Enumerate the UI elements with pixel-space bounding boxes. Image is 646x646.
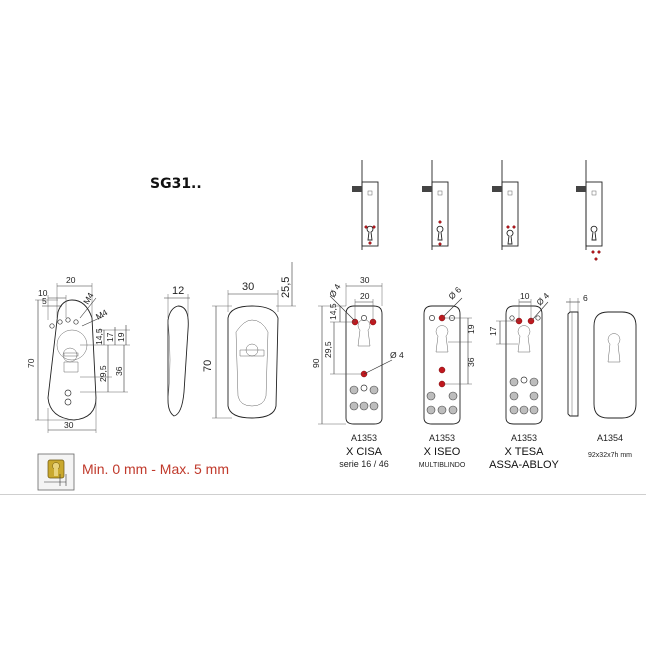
plate-cisa: 30 20 Ø 4 14,5 29,5 90 Ø 4 A1353 X CISA …: [311, 275, 404, 469]
dim-label: 90: [311, 358, 321, 368]
dim-label: 12: [172, 285, 184, 297]
cylinder-icon: [37, 453, 75, 491]
dim-label: 30: [242, 281, 254, 293]
dim-label: 14,5: [328, 303, 338, 320]
dim-label: Ø 4: [534, 290, 551, 307]
plate-a1354: 6 A1354 92x32x7h mm: [566, 293, 637, 459]
dim-label: 10: [520, 291, 530, 301]
dim-label: 10: [38, 288, 48, 298]
plate-tesa: 10 Ø 4 17 A1353 X TESA ASSA-ABLOY: [488, 290, 560, 471]
side-view: 12: [164, 285, 190, 417]
plate-subtitle: ASSA-ABLOY: [489, 459, 559, 471]
lock-body-cisa: [352, 160, 379, 250]
lock-body-tesa: [492, 160, 519, 250]
plate-code: A1353: [511, 433, 537, 443]
dim-label: 25,5: [280, 277, 292, 298]
dim-label: 17: [488, 326, 498, 336]
dim-label: 30: [360, 275, 370, 285]
dim-label: 20: [360, 291, 370, 301]
lock-body-iseo: [422, 160, 449, 250]
dim-label: 14,5: [94, 328, 104, 345]
dim-label: 70: [26, 358, 36, 368]
lock-body-a1354: [576, 160, 603, 261]
dim-label: 29,5: [98, 365, 108, 382]
plate-code: A1354: [597, 433, 623, 443]
dim-label: 70: [202, 360, 214, 372]
dim-label: Ø 4: [390, 350, 404, 360]
dim-label: 5: [42, 296, 47, 306]
plate-subtitle: MULTIBLINDO: [419, 462, 466, 469]
plate-name: X ISEO: [424, 446, 461, 458]
plate-iseo: Ø 6 19 36 A1353 X ISEO MULTIBLINDO: [419, 284, 476, 469]
dim-label: 17: [105, 332, 115, 342]
plate-code: A1353: [351, 433, 377, 443]
model-title: SG31..: [150, 176, 202, 192]
dim-label: 36: [114, 366, 124, 376]
cover-view: 30 25,5 70: [202, 262, 296, 419]
front-view: 20 10 5 M4 M4 14,5 17 19 29,5 36 70 30: [26, 275, 130, 433]
plate-subtitle: 92x32x7h mm: [588, 452, 632, 459]
dim-label: 20: [66, 275, 76, 285]
plate-name: X TESA: [505, 446, 545, 458]
dim-label: 36: [466, 357, 476, 367]
divider-line: [0, 494, 646, 495]
plate-name: X CISA: [346, 446, 383, 458]
dim-label: 29,5: [323, 341, 333, 358]
plate-subtitle: serie 16 / 46: [339, 459, 389, 469]
dim-label: 19: [116, 332, 126, 342]
dim-label: 30: [64, 420, 74, 430]
dim-label: Ø 4: [327, 282, 343, 299]
thickness-note: Min. 0 mm - Max. 5 mm: [82, 461, 230, 477]
plate-code: A1353: [429, 433, 455, 443]
dim-label: 19: [466, 324, 476, 334]
dim-label: 6: [583, 293, 588, 303]
